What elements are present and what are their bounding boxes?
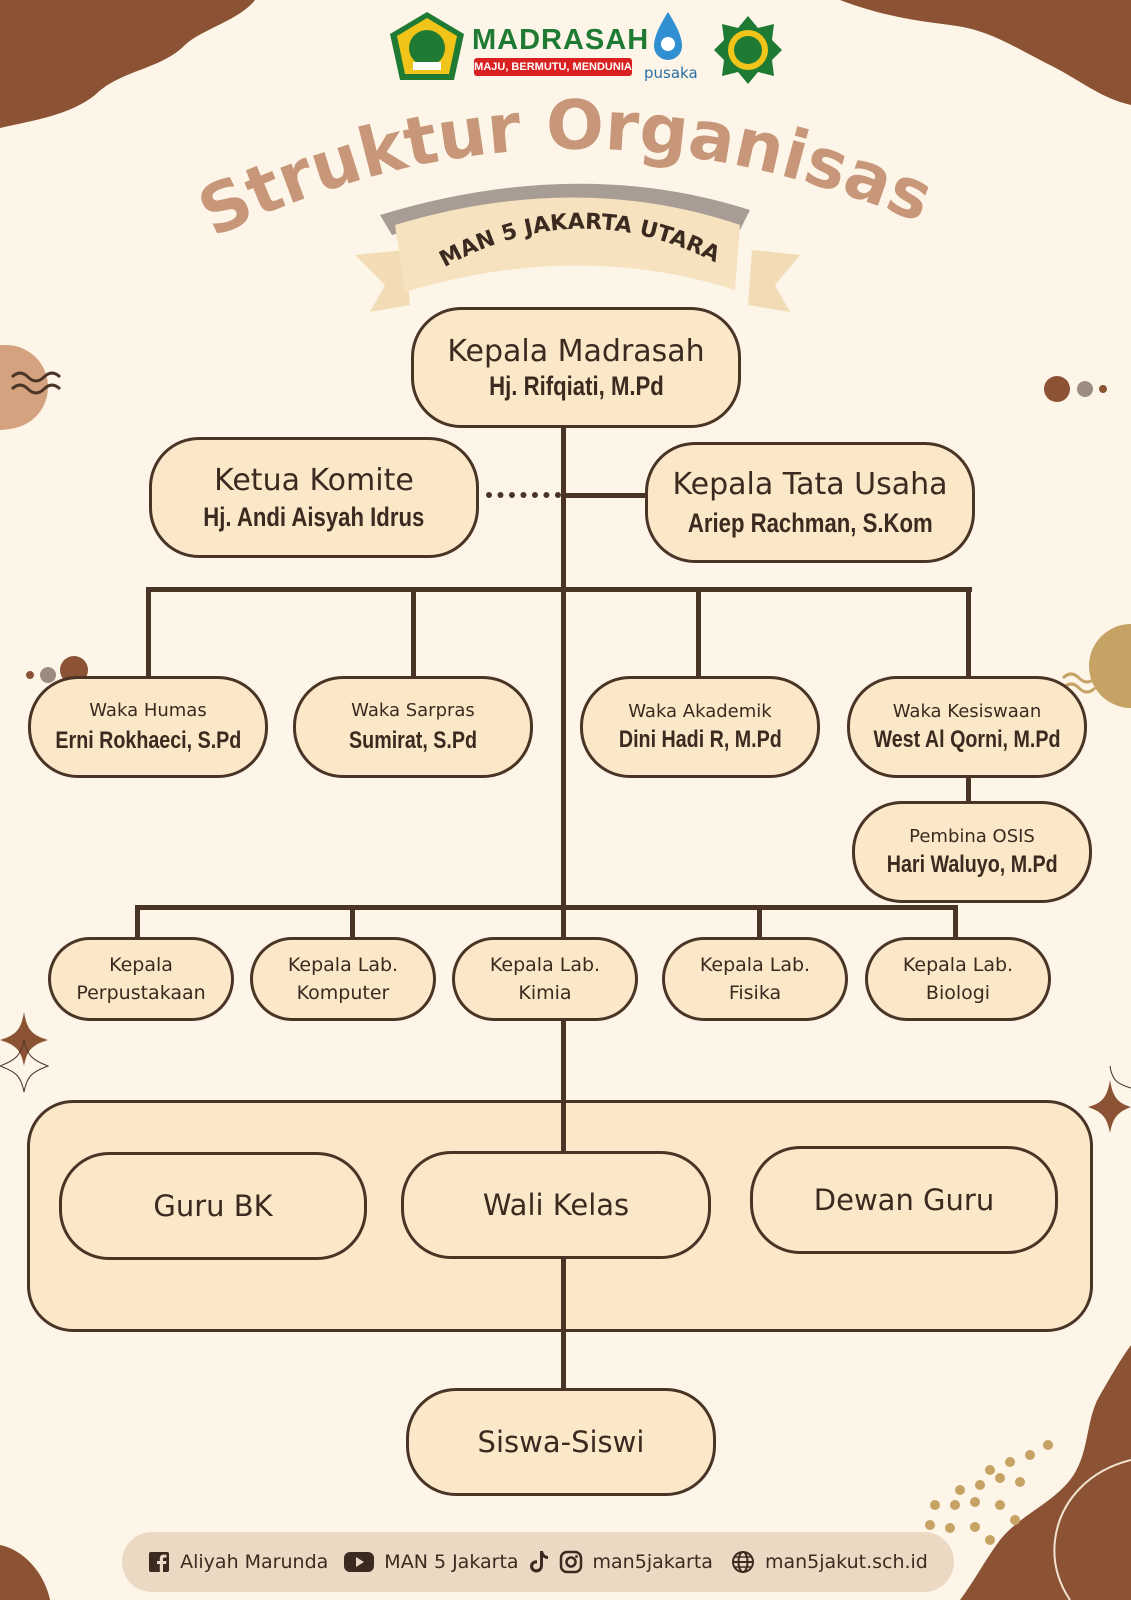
node-role: Pembina OSIS: [909, 825, 1035, 847]
footer-instagram-text[interactable]: man5jakarta: [592, 1551, 713, 1573]
node-kepala-lab-kimia: Kepala Lab. Kimia: [452, 937, 638, 1021]
node-role-line2: Perpustakaan: [76, 982, 206, 1004]
dot-large: [1044, 376, 1070, 402]
node-kepala-lab-komputer: Kepala Lab. Komputer: [250, 937, 436, 1021]
node-role: Kepala Tata Usaha: [672, 466, 948, 502]
node-kepala-perpustakaan: Kepala Perpustakaan: [48, 937, 234, 1021]
node-person: Hj. Andi Aisyah Idrus: [203, 501, 425, 532]
node-role: Siswa-Siswi: [477, 1425, 645, 1459]
node-role-line1: Kepala Lab.: [287, 954, 399, 976]
drop-waka-kesiswaan: [966, 587, 971, 679]
node-role-line2: Fisika: [728, 982, 782, 1004]
node-role: Waka Akademik: [628, 700, 772, 722]
ribbon-tail-right: [748, 250, 800, 312]
deputies-bus: [146, 587, 972, 592]
node-person: West Al Qorni, M.Pd: [873, 725, 1061, 753]
node-role-line1: Kepala Lab.: [699, 954, 811, 976]
ribbon-band: [395, 197, 740, 292]
ribbon-tail-left: [355, 250, 410, 312]
node-kepala-madrasah: Kepala Madrasah Hj. Rifqiati, M.Pd: [411, 307, 741, 428]
corner-blob-top-right: [840, 0, 1131, 105]
title-graphic: Struktur Organisasi MAN 5 JAKARTA UTARA: [0, 80, 944, 312]
node-guru-bk: Guru BK: [59, 1152, 367, 1260]
node-role: Waka Sarpras: [351, 699, 475, 721]
footer-socials: Aliyah Marunda MAN 5 Jakarta man5jakarta…: [122, 1532, 954, 1592]
node-person: Dini Hadi R, M.Pd: [618, 725, 782, 753]
tan-circle-right: [1089, 624, 1131, 708]
node-waka-akademik: Waka Akademik Dini Hadi R, M.Pd: [580, 676, 820, 778]
footer-facebook-text[interactable]: Aliyah Marunda: [180, 1551, 329, 1573]
corner-blob-bottom-right: [960, 1345, 1131, 1600]
node-waka-humas: Waka Humas Erni Rokhaeci, S.Pd: [28, 676, 268, 778]
node-role-line1: Kepala Lab.: [902, 954, 1014, 976]
node-role: Wali Kelas: [482, 1188, 630, 1222]
wave-icon: [10, 371, 62, 395]
dot-small: [1099, 385, 1107, 393]
node-ketua-komite: Ketua Komite Hj. Andi Aisyah Idrus: [149, 437, 479, 558]
logo-madrasah-tagline: MAJU, BERMUTU, MENDUNIA: [474, 58, 632, 76]
node-kepala-tata-usaha: Kepala Tata Usaha Ariep Rachman, S.Kom: [645, 442, 975, 563]
node-role: Kepala Madrasah: [447, 333, 705, 369]
drop-waka-sarpras: [411, 587, 416, 679]
corner-blob-bottom-left: [0, 1545, 50, 1600]
logo-pusaka-text: pusaka: [644, 64, 698, 82]
facebook-icon[interactable]: [148, 1551, 170, 1573]
drop-lab-1: [135, 905, 140, 940]
node-role-line2: Komputer: [296, 982, 390, 1004]
pusaka-drop-icon: [654, 12, 682, 60]
tiktok-icon[interactable]: [529, 1550, 549, 1574]
globe-icon[interactable]: [731, 1550, 755, 1574]
drop-lab-2: [350, 905, 355, 940]
logo-madrasah-title: MADRASAH: [472, 24, 650, 56]
instagram-icon[interactable]: [559, 1550, 583, 1574]
corner-blob-top-left: [0, 0, 255, 128]
youtube-icon[interactable]: [344, 1551, 375, 1573]
drop-lab-4: [757, 905, 762, 940]
logo-bar: MADRASAH MAJU, BERMUTU, MENDUNIA pusaka: [388, 10, 788, 86]
node-role: Guru BK: [153, 1189, 273, 1223]
drop-waka-akademik: [696, 587, 701, 679]
node-kepala-lab-biologi: Kepala Lab. Biologi: [865, 937, 1051, 1021]
node-person: Ariep Rachman, S.Kom: [687, 507, 933, 538]
node-siswa-siswi: Siswa-Siswi: [406, 1388, 716, 1496]
footer-youtube-text[interactable]: MAN 5 Jakarta: [384, 1551, 519, 1573]
sparkle-icon: [0, 1012, 48, 1066]
node-waka-kesiswaan: Waka Kesiswaan West Al Qorni, M.Pd: [847, 676, 1087, 778]
node-person: Sumirat, S.Pd: [349, 726, 477, 754]
node-role: Waka Kesiswaan: [892, 700, 1042, 722]
osis-connector: [966, 778, 971, 804]
drop-waka-humas: [146, 587, 151, 679]
sparkle-icon: [1088, 1080, 1131, 1133]
trunk-line-lower: [561, 1255, 566, 1390]
drop-lab-5: [953, 905, 958, 940]
admin-connector: [563, 493, 645, 498]
node-person: Hj. Rifqiati, M.Pd: [488, 370, 664, 401]
ribbon-shadow: [380, 183, 750, 235]
emblem-icon: [390, 12, 464, 80]
node-role-line2: Biologi: [925, 982, 991, 1004]
node-role: Ketua Komite: [214, 462, 414, 498]
node-kepala-lab-fisika: Kepala Lab. Fisika: [662, 937, 848, 1021]
node-role-line1: Kepala Lab.: [489, 954, 601, 976]
man5-logo-icon: [714, 16, 782, 84]
node-role: Waka Humas: [89, 699, 207, 721]
dot-medium: [1077, 381, 1093, 397]
node-person: Erni Rokhaeci, S.Pd: [55, 726, 241, 754]
footer-website-text[interactable]: man5jakut.sch.id: [764, 1551, 928, 1573]
node-role-line1: Kepala: [109, 954, 173, 976]
node-waka-sarpras: Waka Sarpras Sumirat, S.Pd: [293, 676, 533, 778]
node-dewan-guru: Dewan Guru: [750, 1146, 1058, 1254]
node-person: Hari Waluyo, M.Pd: [886, 850, 1058, 878]
node-role-line2: Kimia: [518, 982, 572, 1004]
trunk-line-inner: [561, 1021, 566, 1151]
committee-dotted-connector: [486, 492, 561, 498]
node-role: Dewan Guru: [813, 1183, 995, 1217]
node-wali-kelas: Wali Kelas: [401, 1151, 711, 1259]
node-pembina-osis: Pembina OSIS Hari Waluyo, M.Pd: [852, 801, 1092, 903]
labs-bus: [135, 905, 958, 910]
